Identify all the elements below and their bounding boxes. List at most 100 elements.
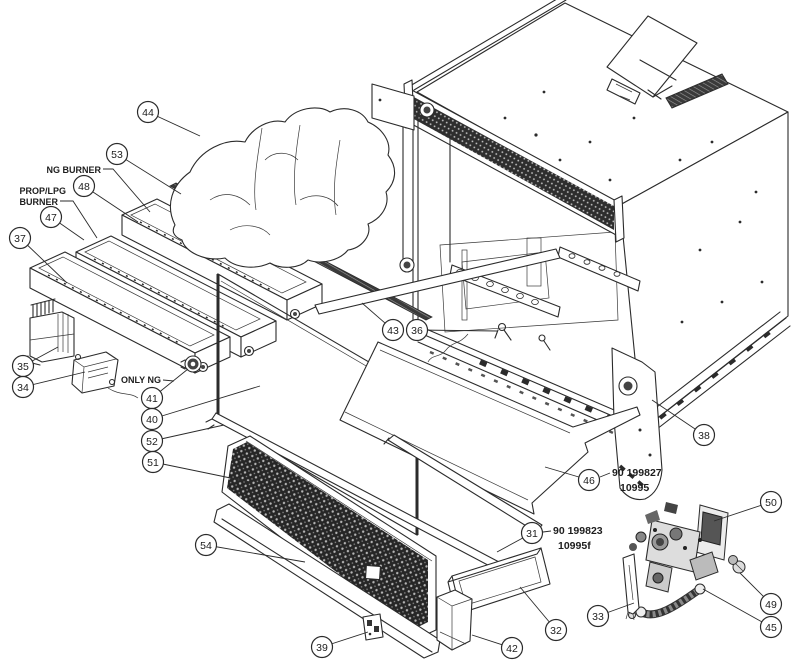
callout-balloon	[405, 318, 429, 342]
callout-number: 39	[316, 642, 328, 654]
callout-leader-line	[416, 329, 498, 332]
label-ng-burner: NG BURNER	[46, 165, 101, 175]
callout-number: 41	[146, 393, 158, 405]
prop-lpg-leader	[60, 200, 98, 239]
callout-balloon	[136, 100, 160, 124]
pilot-assembly	[427, 322, 551, 363]
callout-balloon	[520, 521, 544, 545]
callout-leader-line	[151, 385, 261, 420]
label-pn-10995f: 10995f	[558, 540, 591, 552]
callout-53: 53	[105, 142, 182, 195]
top-edge-rail	[409, 0, 567, 91]
callout-number: 32	[550, 625, 562, 637]
callout-number: 52	[146, 436, 158, 448]
side-rail-slots	[658, 330, 772, 420]
callout-number: 45	[765, 622, 777, 634]
callout-number: 37	[14, 233, 26, 245]
callout-balloon	[577, 468, 601, 492]
retainer-strip-43	[314, 248, 561, 315]
callout-number: 35	[17, 361, 29, 373]
callout-35: 35	[11, 346, 59, 378]
callout-52: 52	[140, 424, 225, 453]
callout-balloon	[141, 450, 165, 474]
callout-36: 36	[405, 318, 498, 342]
callout-number: 53	[111, 149, 123, 161]
louver-grille	[221, 435, 437, 641]
callout-33: 33	[586, 602, 635, 628]
callout-number: 50	[765, 497, 777, 509]
callout-number: 46	[583, 475, 595, 487]
callout-43: 43	[361, 302, 405, 342]
callout-44: 44	[136, 100, 201, 137]
log-set	[169, 107, 396, 268]
callout-49: 49	[739, 572, 783, 616]
transformer	[27, 298, 75, 366]
bracket-box-42	[436, 589, 473, 651]
callout-39: 39	[310, 631, 369, 659]
only-ng-leader	[162, 379, 175, 382]
callout-balloon	[692, 423, 716, 447]
flex-hose	[628, 583, 706, 619]
callout-balloon	[381, 318, 405, 342]
callout-number: 33	[592, 611, 604, 623]
bracket-33	[622, 553, 640, 621]
callout-leader-line	[116, 153, 182, 195]
pn-199827-tick	[599, 472, 611, 478]
callout-37: 37	[8, 226, 68, 284]
top-vent-strip	[665, 73, 729, 109]
bottom-trim-54	[213, 503, 441, 659]
firebox-interior	[409, 231, 649, 443]
callout-34: 34	[11, 371, 86, 399]
callout-51: 51	[141, 450, 251, 483]
callout-48: 48	[72, 174, 139, 223]
callout-balloon	[39, 205, 63, 229]
callout-38: 38	[651, 399, 716, 447]
callout-40: 40	[140, 385, 261, 431]
callout-balloon	[72, 174, 96, 198]
screw-dots-side	[680, 190, 764, 324]
clip-39	[362, 613, 384, 641]
firebox-cabinet	[371, 0, 791, 501]
label-only-ng: ONLY NG	[121, 375, 161, 385]
control-module	[71, 351, 139, 399]
callout-balloon	[8, 226, 32, 250]
label-pn-199827: 90 199827	[612, 467, 662, 479]
callout-number: 47	[45, 212, 57, 224]
label-pn-10995: 10995	[620, 482, 649, 494]
callout-balloon	[759, 592, 783, 616]
callout-number: 36	[411, 325, 423, 337]
callout-balloon	[500, 636, 524, 660]
callout-balloon	[586, 604, 610, 628]
callout-number: 49	[765, 599, 777, 611]
top-vent-plate	[606, 15, 729, 109]
trim-strip-31	[383, 434, 543, 533]
callout-50: 50	[713, 490, 783, 522]
side-bracket-38	[611, 347, 663, 501]
front-left-frame	[371, 83, 451, 333]
callout-number: 42	[506, 643, 518, 655]
callout-32: 32	[519, 586, 568, 642]
grommet-only-ng	[180, 355, 202, 373]
callout-number: 51	[147, 457, 159, 469]
callout-balloon	[544, 618, 568, 642]
callout-54: 54	[194, 533, 306, 563]
callout-number: 34	[17, 382, 29, 394]
gas-valve-assembly	[629, 502, 729, 593]
callout-leader-line	[152, 461, 251, 483]
callout-45: 45	[702, 588, 783, 639]
callout-balloon	[194, 533, 218, 557]
callout-balloon	[105, 142, 129, 166]
callout-number: 48	[78, 181, 90, 193]
pn-199823-tick	[542, 530, 552, 533]
label-prop-lpg: PROP/LPG	[19, 186, 66, 196]
callout-46: 46	[544, 466, 601, 492]
callout-balloon	[11, 375, 35, 399]
callout-number: 54	[200, 540, 212, 552]
callout-number: 43	[387, 325, 399, 337]
callout-number: 38	[698, 430, 710, 442]
fitting-49	[728, 555, 746, 574]
callout-number: 44	[142, 107, 154, 119]
